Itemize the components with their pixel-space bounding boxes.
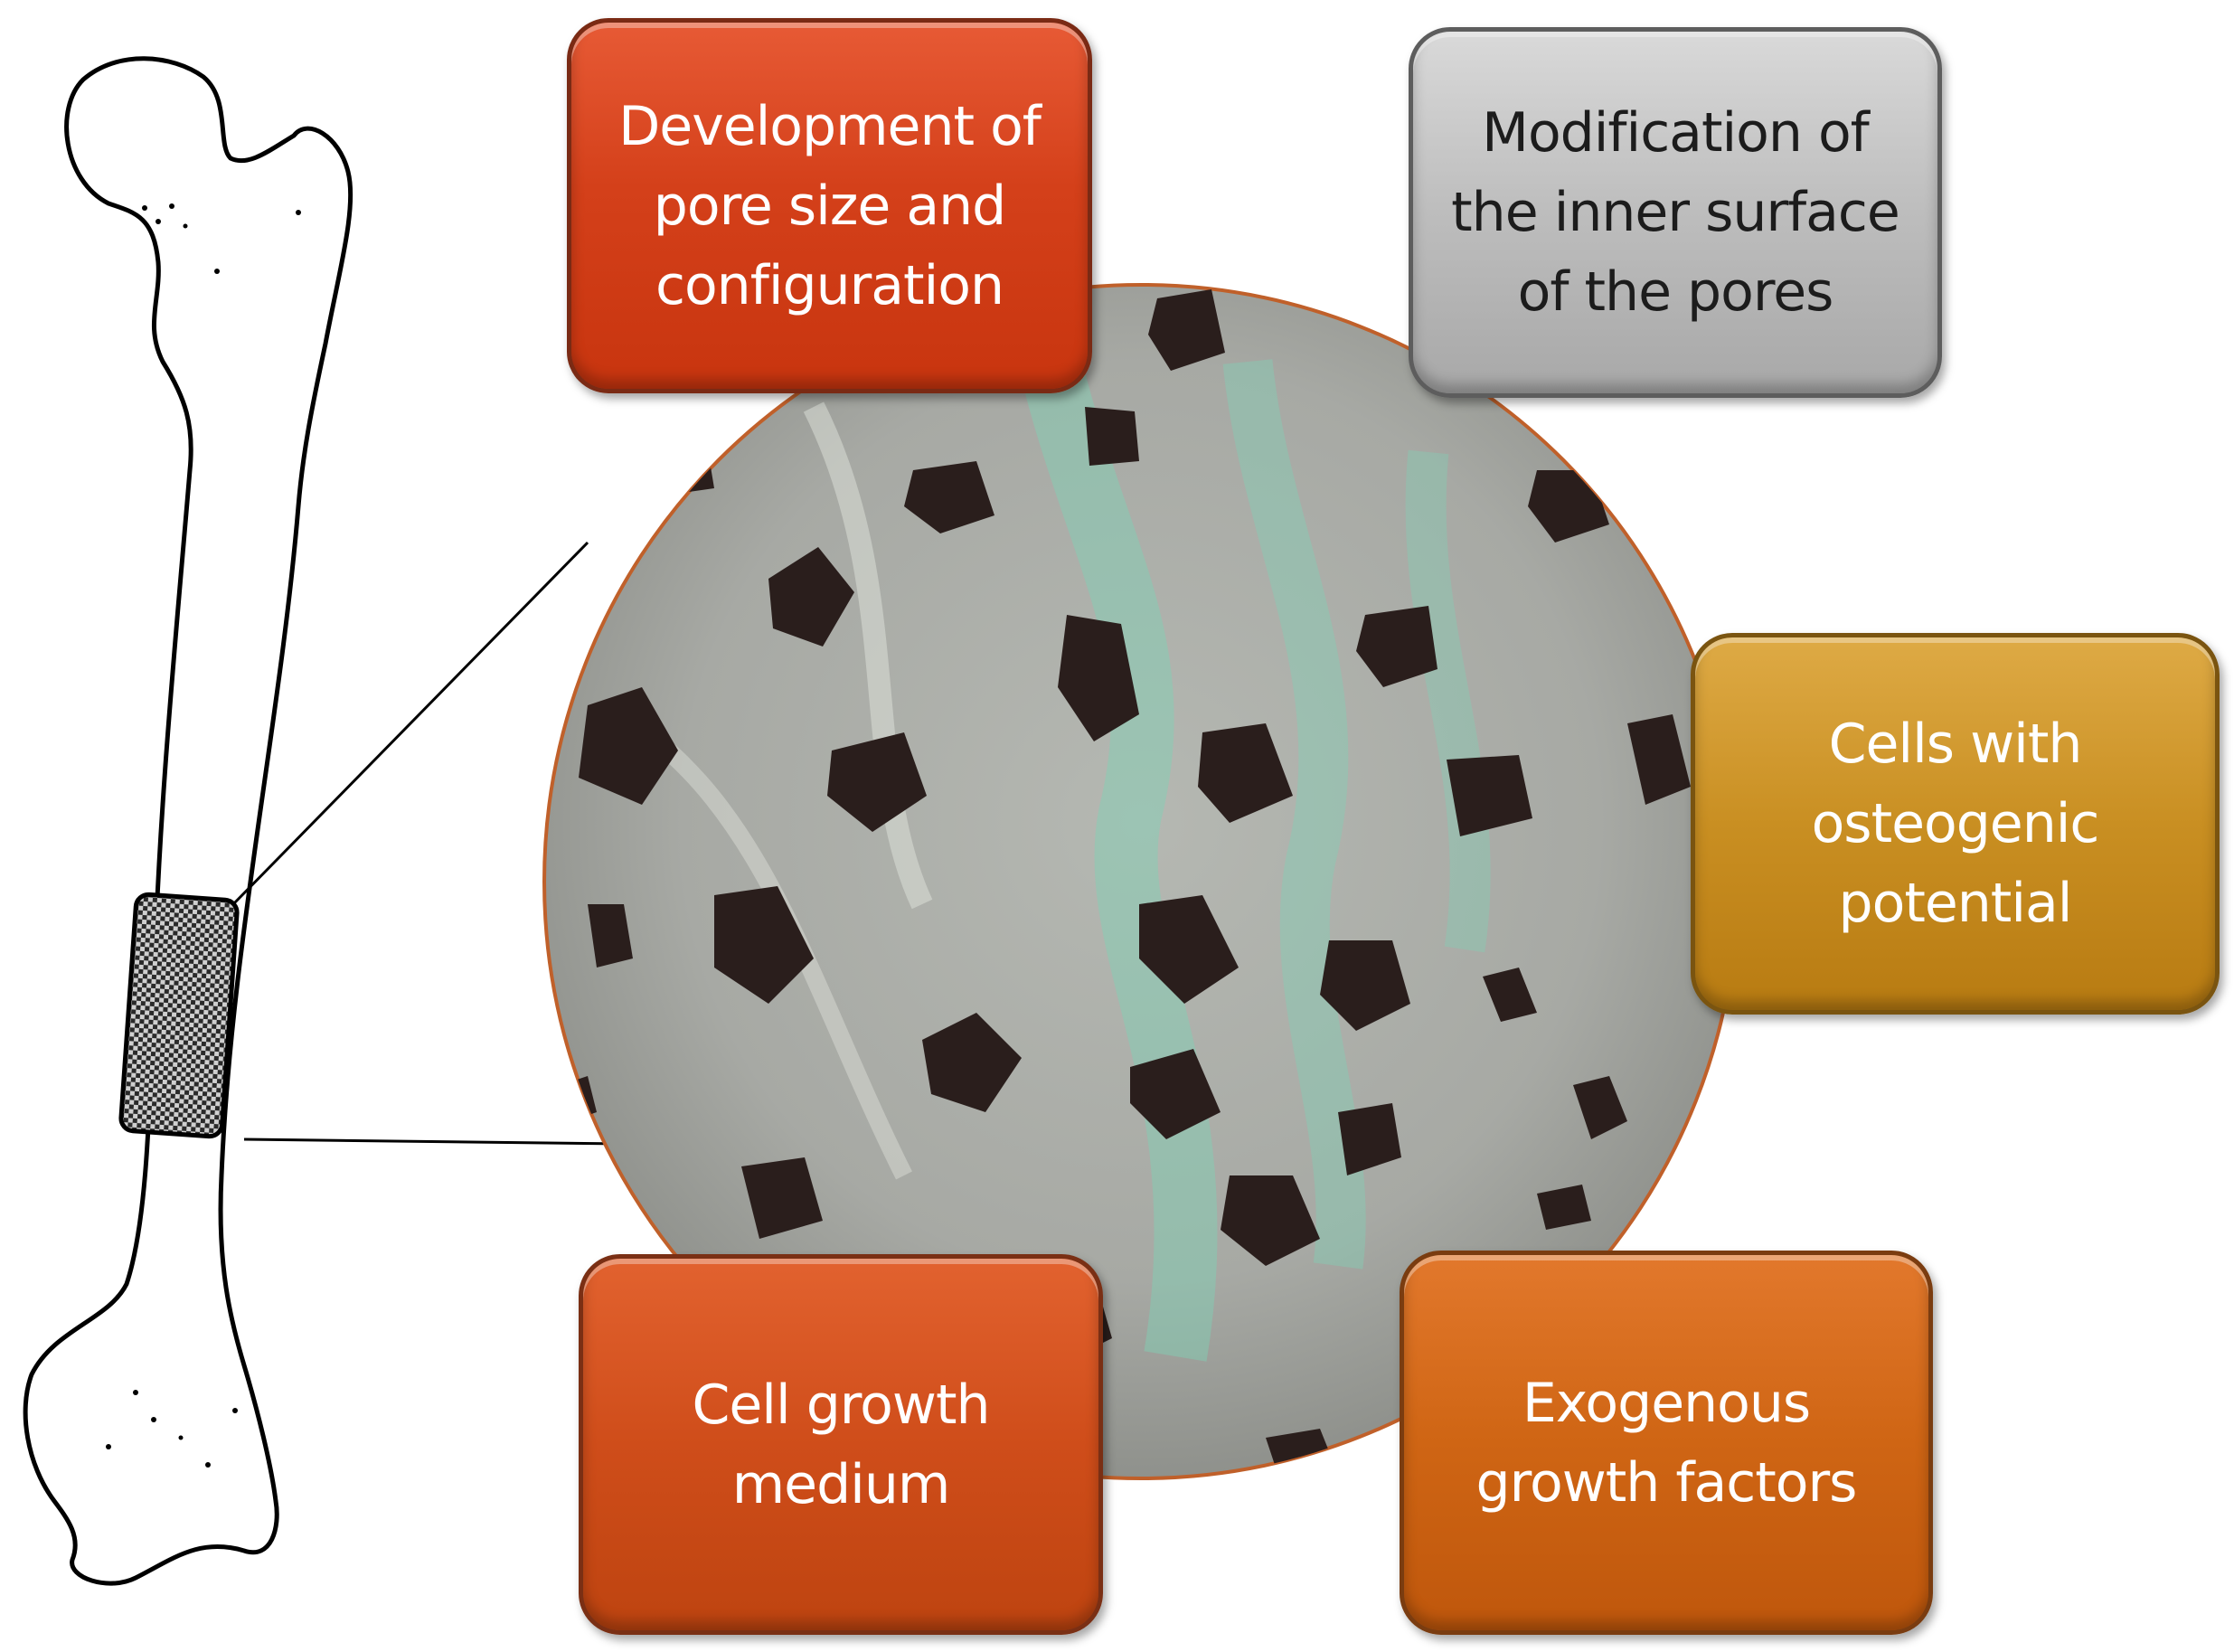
scaffold-implant-icon bbox=[118, 892, 240, 1139]
pore-size-configuration-box: Development of pore size and configurati… bbox=[567, 18, 1092, 393]
osteogenic-cells-box: Cells with osteogenic potential bbox=[1691, 633, 2220, 1015]
inner-surface-modification-label: Modification of the inner surface of the… bbox=[1451, 101, 1900, 324]
pore-size-configuration-label: Development of pore size and configurati… bbox=[618, 94, 1042, 317]
growth-factors-label: Exogenous growth factors bbox=[1475, 1371, 1858, 1515]
zoom-line-bottom bbox=[243, 1138, 625, 1146]
inner-surface-modification-box: Modification of the inner surface of the… bbox=[1409, 27, 1942, 398]
zoom-line-top bbox=[231, 541, 589, 906]
growth-factors-box: Exogenous growth factors bbox=[1400, 1251, 1933, 1635]
osteogenic-cells-label: Cells with osteogenic potential bbox=[1811, 713, 2100, 935]
cell-growth-medium-box: Cell growth medium bbox=[579, 1254, 1103, 1635]
porous-scaffold-micrograph bbox=[542, 283, 1739, 1480]
femur-bone-icon bbox=[23, 56, 353, 1586]
cell-growth-medium-label: Cell growth medium bbox=[692, 1373, 991, 1516]
